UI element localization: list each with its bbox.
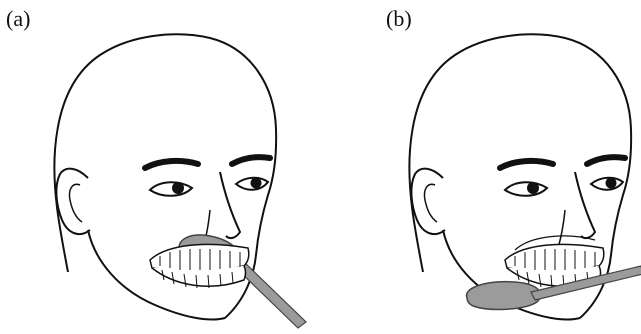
panel-b-drawing xyxy=(409,34,641,319)
teeth-a xyxy=(150,244,249,288)
panel-a-drawing xyxy=(54,34,306,328)
